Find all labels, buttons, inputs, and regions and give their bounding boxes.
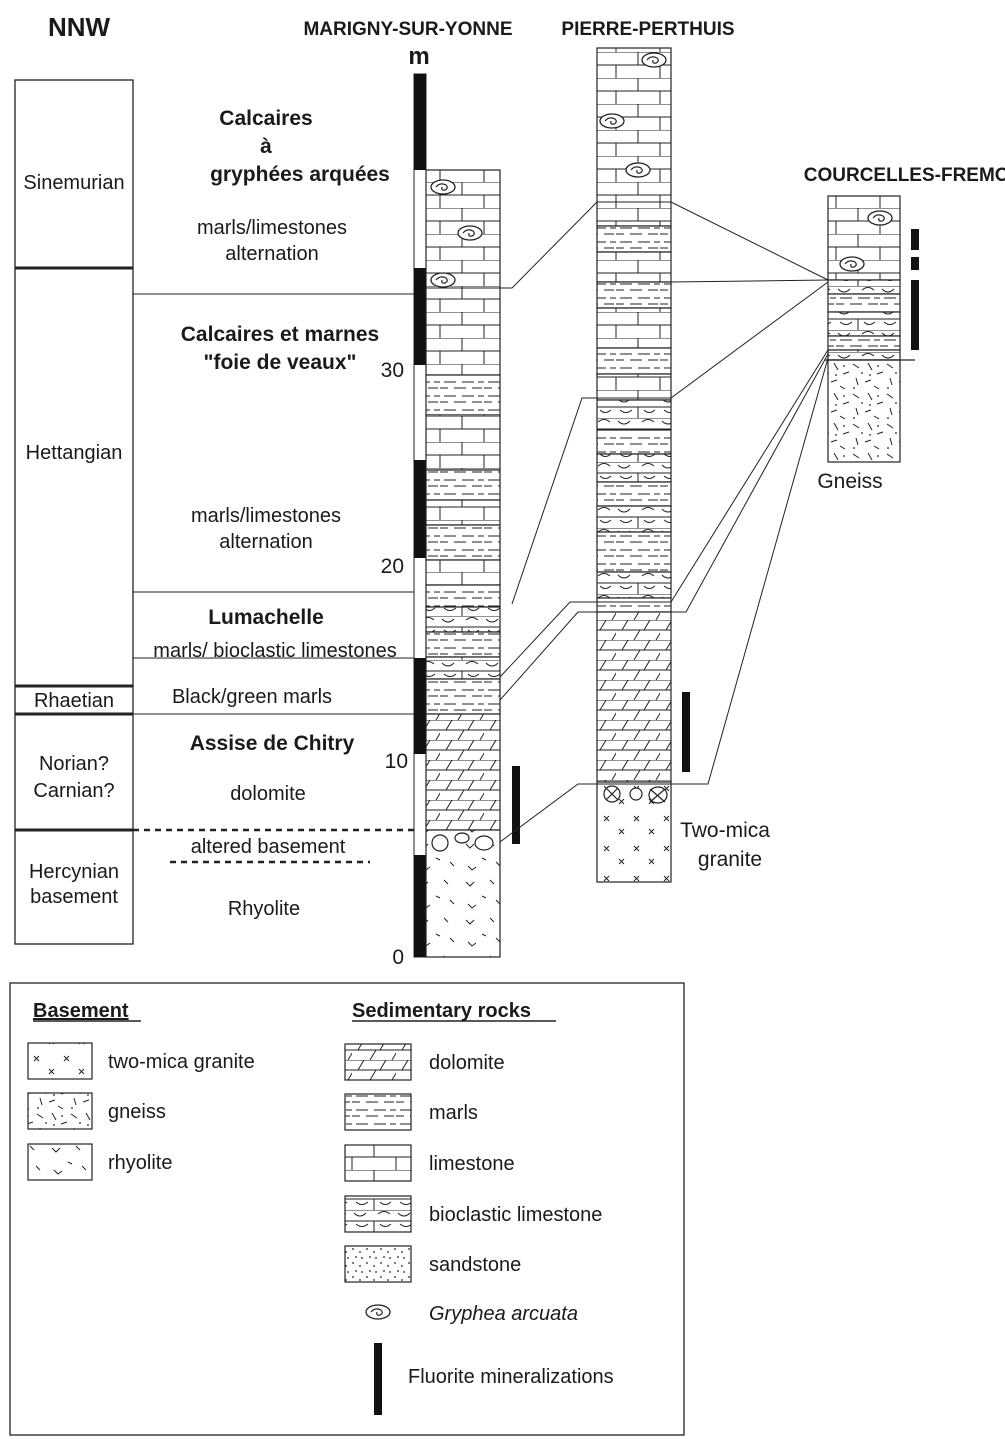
pierre-granite-clasts (603, 785, 668, 804)
formation-bioclastic: marls/ bioclastic limestones (153, 640, 396, 662)
unit-label: m (408, 43, 429, 70)
correlation-lines (426, 201, 829, 843)
rock-label-gneiss: Gneiss (817, 470, 882, 493)
legend-label-marls: marls (429, 1102, 478, 1124)
legend-heading-basement: Basement (33, 1000, 129, 1022)
legend-swatch-dolomite (344, 1043, 412, 1081)
formation-alternation1-line1: marls/limestones (197, 217, 347, 239)
formation-alternation2-line1: marls/limestones (191, 505, 341, 527)
formation-lumachelle: Lumachelle (208, 606, 324, 629)
pierre-fossil-icon-3 (625, 162, 651, 178)
formation-alternation1-line2: alternation (225, 243, 318, 265)
formation-foie-line1: Calcaires et marnes (181, 323, 379, 346)
legend-swatch-bioclastic-limestone (344, 1195, 412, 1233)
rock-label-two-mica-line1: Two-mica (680, 819, 770, 842)
stage-norian: Norian? (39, 753, 109, 775)
marigny-fossil-icon-3 (430, 272, 456, 288)
stage-sinemurian: Sinemurian (23, 172, 124, 194)
stage-column (14, 79, 134, 945)
legend-swatch-sandstone (344, 1245, 412, 1283)
marigny-altered-clasts (431, 832, 494, 852)
marigny-fluorite-bar (512, 766, 520, 844)
courcelles-fluorite-bars (911, 229, 919, 350)
rock-label-two-mica-line2: granite (698, 848, 762, 871)
formation-foie-line2: "foie de veaux" (204, 351, 357, 374)
scale-tick-10: 10 (385, 750, 408, 773)
legend-label-dolomite: dolomite (429, 1052, 505, 1074)
legend-label-gryphea: Gryphea arcuata (429, 1303, 578, 1325)
section-title-courcelles: COURCELLES-FREMOY (804, 165, 1005, 186)
scale-tick-0: 0 (392, 946, 404, 969)
legend-label-limestone: limestone (429, 1153, 515, 1175)
legend-swatch-two-mica-granite (27, 1042, 93, 1080)
legend-fluorite-bar (374, 1343, 382, 1415)
direction-label: NNW (48, 12, 111, 42)
marigny-fossil-icon-1 (430, 179, 456, 195)
formation-dolomite: dolomite (230, 783, 306, 805)
marigny-fossil-icon-2 (457, 225, 483, 241)
pierre-fossil-icon-2 (599, 113, 625, 129)
section-title-pierre: PIERRE-PERTHUIS (561, 19, 734, 40)
stage-carnian: Carnian? (33, 780, 114, 802)
legend-heading-sedimentary: Sedimentary rocks (352, 1000, 531, 1022)
legend-swatch-gneiss (27, 1092, 93, 1130)
legend-swatch-marls (344, 1093, 412, 1131)
legend-label-fluorite: Fluorite mineralizations (408, 1366, 614, 1388)
formation-alternation2-line2: alternation (219, 531, 312, 553)
legend-label-bioclastic-limestone: bioclastic limestone (429, 1204, 602, 1226)
section-title-marigny: MARIGNY-SUR-YONNE (303, 19, 512, 40)
formation-assise-chitry: Assise de Chitry (190, 732, 355, 755)
legend-label-two-mica-granite: two-mica granite (108, 1051, 255, 1073)
courcelles-fossil-icon-1 (867, 210, 893, 226)
stage-rhaetian: Rhaetian (34, 690, 114, 712)
stage-basement: basement (30, 886, 118, 908)
formation-rhyolite: Rhyolite (228, 898, 300, 920)
formation-calcaires-line1: Calcaires (219, 107, 312, 130)
formation-calcaires-line2: à (260, 135, 272, 158)
legend-swatch-rhyolite (27, 1143, 93, 1181)
courcelles-column (827, 195, 901, 463)
pierre-fluorite-bar (682, 692, 690, 772)
stage-hercynian: Hercynian (29, 861, 119, 883)
courcelles-fossil-icon-2 (839, 256, 865, 272)
formation-altered-basement: altered basement (191, 836, 346, 858)
legend-fossil-icon (365, 1304, 391, 1320)
stage-hettangian: Hettangian (26, 442, 123, 464)
formation-calcaires-line3: gryphées arquées (210, 163, 390, 186)
scale-tick-30: 30 (381, 359, 404, 382)
legend-label-rhyolite: rhyolite (108, 1152, 172, 1174)
legend-label-gneiss: gneiss (108, 1101, 166, 1123)
marigny-column (425, 169, 501, 958)
legend-swatch-limestone (344, 1144, 412, 1182)
pierre-fossil-icon-1 (641, 52, 667, 68)
legend-label-sandstone: sandstone (429, 1254, 521, 1276)
scale-tick-20: 20 (381, 555, 404, 578)
formation-black-green-marls: Black/green marls (172, 686, 332, 708)
marigny-scale-bar (413, 73, 427, 958)
formation-boundaries (133, 293, 414, 715)
